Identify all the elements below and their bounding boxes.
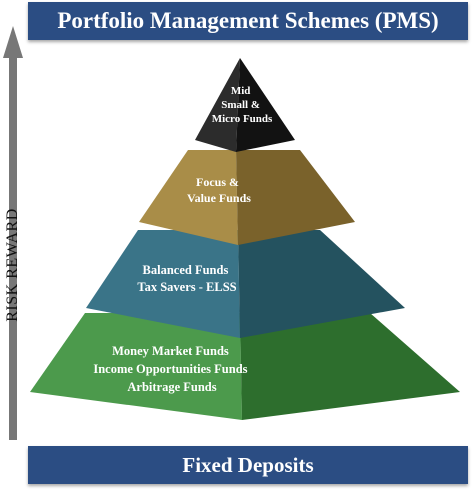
tier-1-line-1: Mid <box>231 85 251 97</box>
pyramid-tier-focus <box>139 150 355 245</box>
tier-4-side-face <box>240 313 460 420</box>
tier-4-front-face <box>30 313 242 420</box>
tier-1-text: Mid Small & Micro Funds <box>212 85 273 125</box>
tier-1-line-2: Small & <box>221 99 260 111</box>
tier-2-text: Focus & Value Funds <box>187 175 251 205</box>
tier-4-text: Money Market Funds Income Opportunities … <box>93 344 250 394</box>
arrow-up-icon <box>3 26 23 440</box>
tier-2-side-face <box>236 150 355 245</box>
title-text: Portfolio Management Schemes (PMS) <box>57 8 439 33</box>
title-banner: Portfolio Management Schemes (PMS) <box>28 2 468 40</box>
tier-1-side-face <box>236 58 295 152</box>
tier-4-line-3: Arbitrage Funds <box>127 380 216 394</box>
pyramid-tier-bottom <box>30 313 460 420</box>
pyramid-tier-top <box>195 58 295 152</box>
tier-4-line-2: Income Opportunities Funds <box>93 362 247 376</box>
pyramid-tier-balanced <box>86 230 405 338</box>
risk-reward-arrow <box>3 26 23 440</box>
base-banner: Fixed Deposits <box>28 446 468 484</box>
tier-3-line-1: Balanced Funds <box>143 263 229 277</box>
tier-3-side-face <box>238 230 405 338</box>
tier-1-line-3: Micro Funds <box>212 113 273 125</box>
tier-4-line-1: Money Market Funds <box>112 344 229 358</box>
tier-2-line-2: Value Funds <box>187 191 251 205</box>
tier-3-text: Balanced Funds Tax Savers - ELSS <box>137 263 236 294</box>
tier-3-front-face <box>86 230 240 338</box>
tier-1-front-face <box>195 58 240 152</box>
tier-2-line-1: Focus & <box>196 175 239 189</box>
tier-2-front-face <box>139 150 238 245</box>
base-text: Fixed Deposits <box>182 453 314 477</box>
tier-3-line-2: Tax Savers - ELSS <box>137 280 236 294</box>
